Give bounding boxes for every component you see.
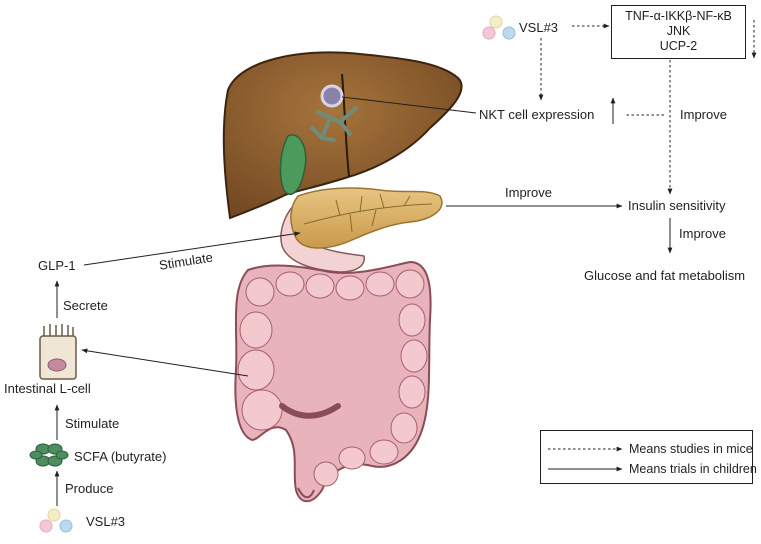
secrete-label: Secrete (63, 298, 108, 313)
nkt-label: NKT cell expression (479, 107, 595, 122)
arrow-colon-to-lcell (81, 348, 249, 377)
glp1-label: GLP-1 (38, 258, 76, 273)
improve-insulin-label: Improve (505, 185, 552, 200)
pathway-box: TNF-α-IKKβ-NF-κB JNK UCP-2 (611, 5, 746, 59)
pathway-line-2: JNK (666, 24, 691, 38)
pathway-line-1: TNF-α-IKKβ-NF-κB (625, 9, 732, 23)
vsl3-top-icon (482, 15, 516, 40)
pathway-line-3: UCP-2 (659, 39, 698, 53)
pancreas-illustration (280, 187, 443, 273)
stimulate-lcell-label: Stimulate (65, 416, 120, 431)
dashed-arrows (538, 20, 757, 195)
legend-solid-text: Means trials in children (629, 462, 757, 476)
lcell-icon (39, 324, 77, 380)
lcell-label: Intestinal L-cell (4, 381, 91, 396)
solid-arrows (54, 96, 673, 506)
colon-illustration (234, 260, 432, 503)
legend-dashed-text: Means studies in mice (629, 442, 753, 456)
legend: Means studies in mice Means trials in ch… (540, 430, 757, 484)
vsl3-top-label: VSL#3 (519, 20, 559, 35)
improve-nkt-label: Improve (680, 107, 727, 122)
scfa-icon (29, 443, 69, 467)
improve-metabolism-label: Improve (679, 226, 726, 241)
nkt-cell-icon (320, 84, 344, 108)
arrow-glp1-to-pancreas (83, 231, 301, 266)
scfa-label: SCFA (butyrate) (74, 449, 167, 464)
produce-label: Produce (65, 481, 114, 496)
vsl3-bottom-label: VSL#3 (86, 514, 126, 529)
liver-illustration (222, 51, 463, 220)
insulin-label: Insulin sensitivity (628, 198, 726, 213)
vsl3-bottom-icon (39, 508, 73, 533)
metabolism-label: Glucose and fat metabolism (584, 268, 746, 283)
arrow-nktcell-to-label (341, 96, 477, 114)
